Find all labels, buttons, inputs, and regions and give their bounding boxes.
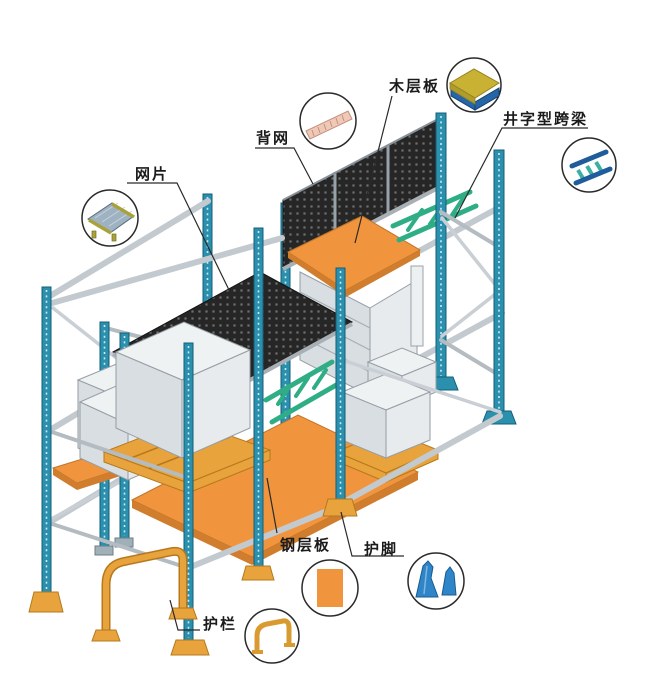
post-foot — [94, 545, 114, 556]
back-mesh-icon — [305, 110, 353, 140]
callout-back-mesh — [299, 92, 357, 150]
guard-rail-icon-foot — [252, 650, 263, 654]
label-steel-shelf-board: 钢层板 — [280, 536, 331, 554]
guard-rail-foot — [168, 607, 198, 620]
post-foot — [241, 565, 275, 581]
post-foot — [322, 498, 358, 517]
cargo-boxes-middle — [114, 321, 252, 459]
label-guard-rail: 护栏 — [203, 615, 237, 633]
leader-lines — [127, 95, 588, 631]
mesh-panel-icon — [87, 202, 135, 242]
rack-structure-front — [28, 227, 503, 656]
upright-post — [493, 149, 505, 413]
steel-shelf-board-icon — [317, 569, 343, 607]
label-grid-cross-beam: 井字型跨梁 — [503, 110, 588, 128]
upright-post — [335, 267, 346, 500]
guard-rail-icon — [252, 618, 295, 654]
guard-rail-icon-foot — [284, 643, 295, 647]
callout-guard-rail — [244, 608, 300, 664]
callout-steel-shelf-board — [301, 559, 359, 617]
upright-post — [253, 227, 264, 569]
guard-rail — [91, 546, 198, 642]
label-back-mesh: 背网 — [256, 129, 290, 147]
post-foot — [170, 639, 210, 656]
callout-wood-shelf-board — [446, 57, 502, 113]
callout-mesh-panel — [81, 189, 139, 247]
foot-guard-icon — [415, 560, 457, 598]
post-foot — [28, 591, 64, 613]
grid-cross-beam-icon — [569, 149, 613, 186]
guard-rail-foot — [91, 629, 121, 642]
wood-shelf-board — [286, 215, 422, 297]
column-channel — [410, 265, 424, 347]
grid-cross-beam-middle — [263, 359, 341, 425]
callout-circle — [407, 552, 465, 610]
label-wood-shelf-board: 木层板 — [388, 77, 440, 95]
upright-post — [41, 286, 52, 594]
wood-shelf-board-icon — [449, 68, 500, 111]
label-mesh-panel: 网片 — [135, 165, 169, 183]
callout-foot-guard — [407, 552, 465, 610]
label-foot-guard: 护脚 — [364, 540, 398, 558]
callout-grid-cross-beam — [561, 137, 617, 193]
